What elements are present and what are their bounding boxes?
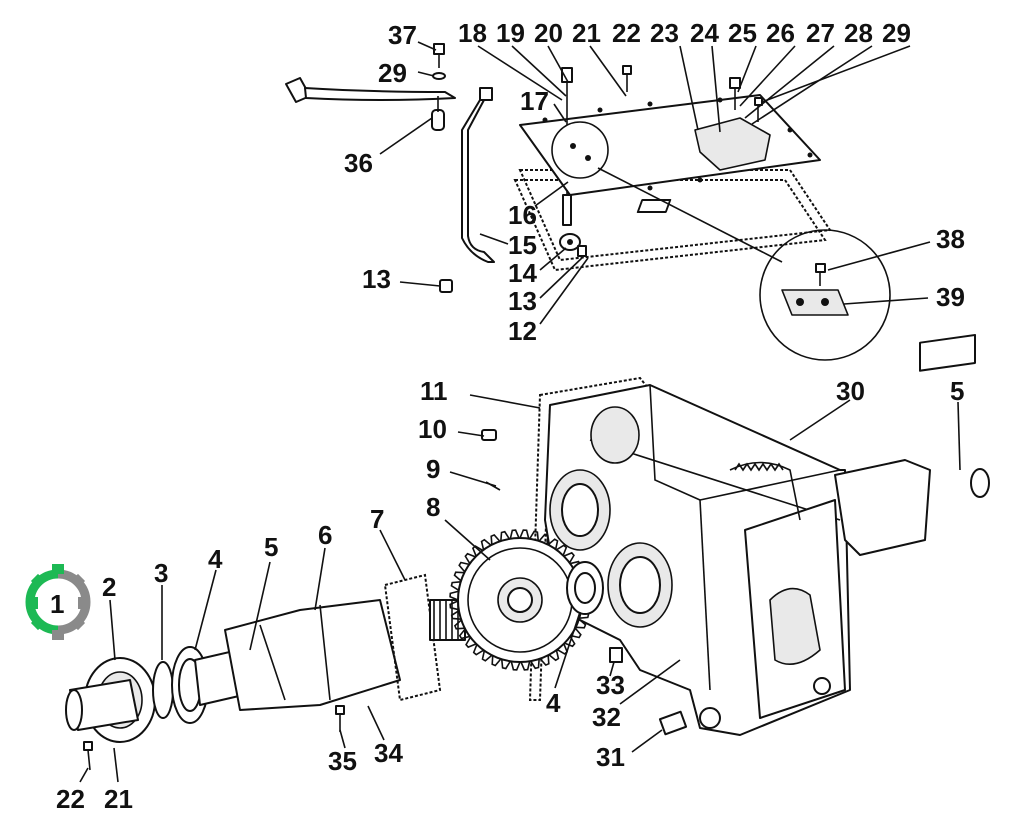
callout-7: 7 (370, 504, 384, 534)
lever-36 (285, 77, 456, 131)
callout-10: 10 (418, 414, 447, 444)
callout-29-left: 29 (378, 58, 407, 88)
gear-8 (457, 537, 583, 663)
callout-21-bottom: 21 (104, 784, 133, 814)
callout-5-right: 5 (950, 376, 964, 406)
callout-37: 37 (388, 20, 417, 50)
leader-lines-bottom (79, 394, 961, 783)
callout-38: 38 (936, 224, 965, 254)
callout-6: 6 (318, 520, 332, 550)
callout-23: 23 (650, 18, 679, 48)
top-cover-assembly (285, 43, 891, 361)
callout-2: 2 (102, 572, 116, 602)
callout-27: 27 (806, 18, 835, 48)
callout-17: 17 (520, 86, 549, 116)
callout-9: 9 (426, 454, 440, 484)
brand-logo: 1 (25, 564, 91, 640)
callout-labels: 37 29 36 18 19 20 21 22 23 24 25 26 27 2… (56, 18, 965, 814)
bracket-14 (559, 233, 587, 257)
gear-logo-icon (25, 564, 91, 640)
callout-12: 12 (508, 316, 537, 346)
callout-28: 28 (844, 18, 873, 48)
callout-26: 26 (766, 18, 795, 48)
bolt-25 (729, 77, 741, 110)
callout-13-left: 13 (362, 264, 391, 294)
callout-4-left: 4 (208, 544, 223, 574)
callout-11: 11 (420, 376, 448, 406)
callout-20: 20 (534, 18, 563, 48)
stud-18 (561, 67, 573, 226)
plug-13-left (439, 279, 453, 293)
logo-number: 1 (50, 589, 64, 619)
callout-15: 15 (508, 230, 537, 260)
callout-34: 34 (374, 738, 403, 768)
callout-33: 33 (596, 670, 625, 700)
plate-39 (781, 289, 849, 316)
callout-39: 39 (936, 282, 965, 312)
leader-lines-top (379, 41, 931, 325)
callout-8: 8 (426, 492, 440, 522)
callout-25: 25 (728, 18, 757, 48)
callout-13-right: 13 (508, 286, 537, 316)
callout-36: 36 (344, 148, 373, 178)
callout-3: 3 (154, 558, 168, 588)
callout-31: 31 (596, 742, 625, 772)
callout-5-left: 5 (264, 532, 278, 562)
callout-19: 19 (496, 18, 525, 48)
callout-18: 18 (458, 18, 487, 48)
callout-30: 30 (836, 376, 865, 406)
screw-38 (815, 263, 826, 286)
bolt-22-top (622, 65, 632, 92)
callout-4-right: 4 (546, 688, 561, 718)
bearing-4 (566, 561, 604, 615)
detail-circle-large (759, 229, 891, 361)
lid-boss (694, 117, 771, 171)
callout-14: 14 (508, 258, 537, 288)
shaft-assembly-left (65, 573, 466, 743)
oil-pipe-15 (461, 87, 495, 263)
detail-circle-small (551, 121, 609, 179)
callout-21-top: 21 (572, 18, 601, 48)
callout-32: 32 (592, 702, 621, 732)
callout-22-top: 22 (612, 18, 641, 48)
callout-35: 35 (328, 746, 357, 776)
callout-16: 16 (508, 200, 537, 230)
callout-24: 24 (690, 18, 719, 48)
output-shaft-right (834, 333, 990, 556)
callout-22-bottom: 22 (56, 784, 85, 814)
callout-29-right: 29 (882, 18, 911, 48)
